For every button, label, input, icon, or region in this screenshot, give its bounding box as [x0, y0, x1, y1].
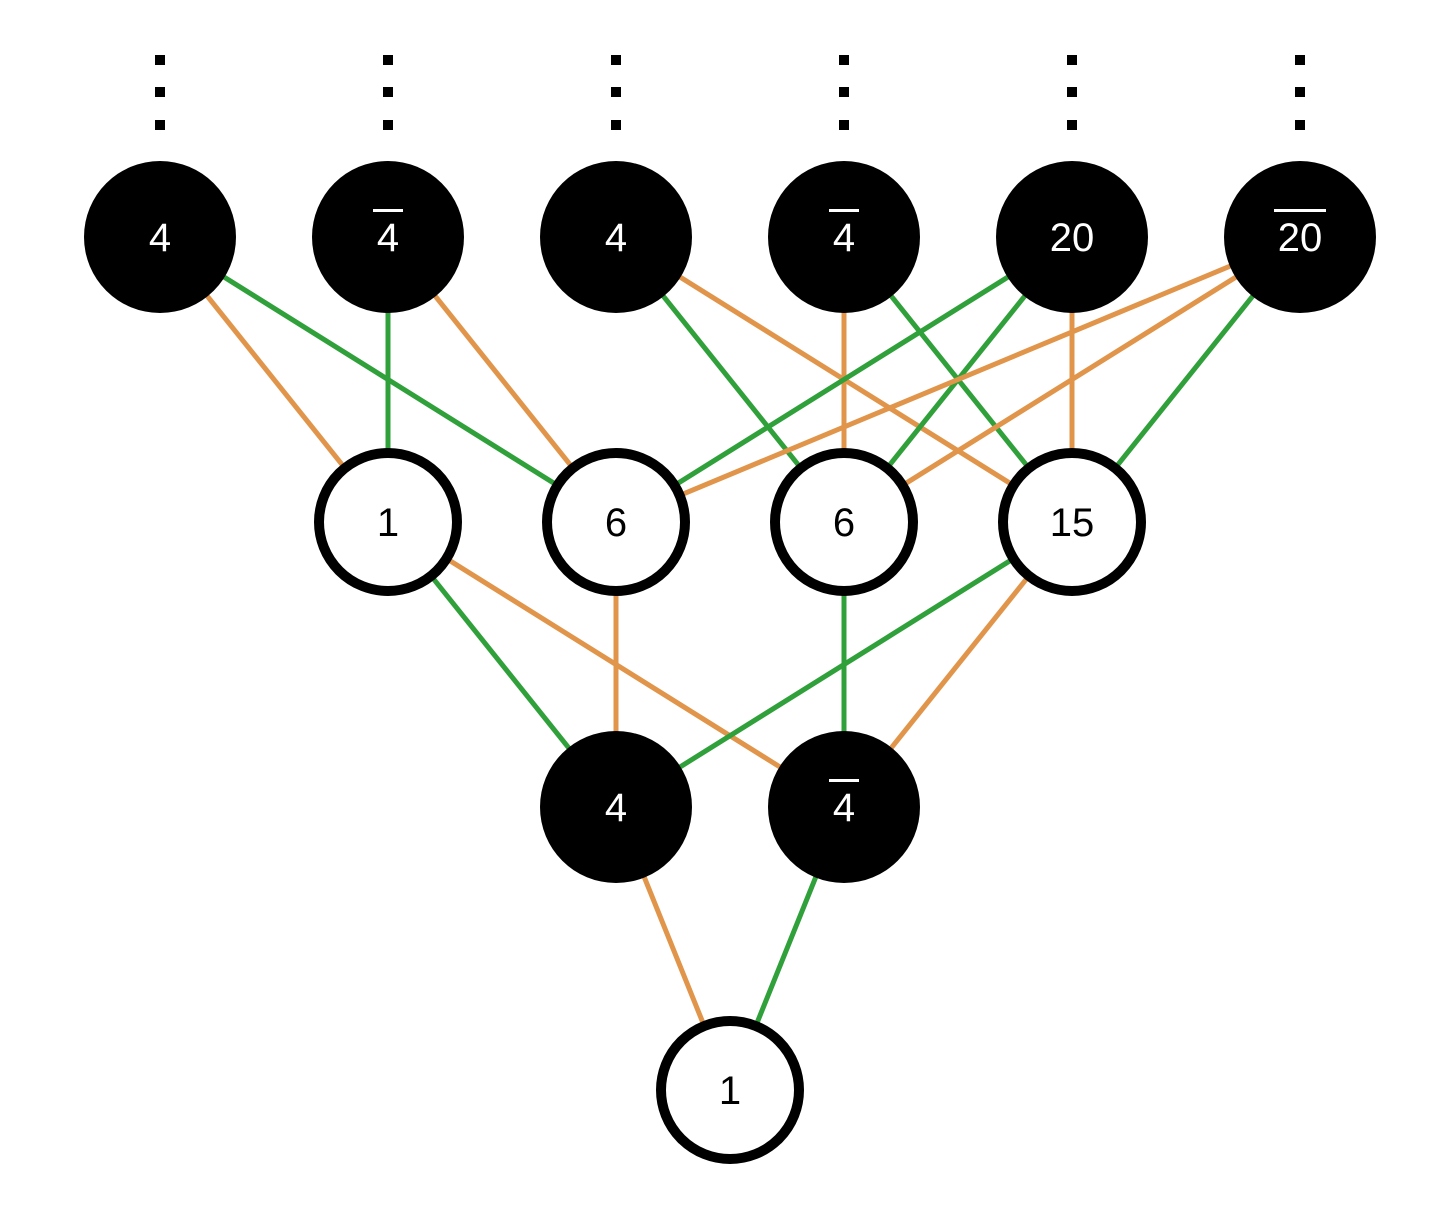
node-circle-outlined: [542, 448, 690, 596]
node-circle-filled: [768, 731, 920, 883]
ellipsis-dot: [611, 55, 621, 65]
node-label: 4: [149, 216, 171, 260]
node-t4: 4: [768, 161, 920, 313]
node-label: 4: [605, 216, 627, 260]
edges-layer: [158, 234, 1302, 1091]
node-circle-outlined: [770, 448, 918, 596]
vertical-ellipsis-t5: [1067, 55, 1077, 130]
node-label: 4: [833, 216, 855, 260]
node-label: 6: [605, 501, 627, 545]
ellipsis-dot: [1067, 55, 1077, 65]
ellipsis-dot: [839, 55, 849, 65]
node-m4: 15: [998, 448, 1146, 596]
ellipsis-dot: [611, 87, 621, 97]
conjugate-overbar: [829, 779, 859, 782]
nodes-layer: 4 4 4 4 20 20 1 6 6 15 4 4 1: [84, 161, 1376, 1164]
edge-m4-l1-green: [614, 519, 1074, 810]
ellipsis-dot: [1295, 55, 1305, 65]
node-label: 15: [1050, 501, 1095, 545]
vertical-ellipsis-t2: [383, 55, 393, 130]
continuation-dots-layer: [155, 55, 1305, 130]
ellipsis-dot: [383, 120, 393, 130]
node-circle-filled: [996, 161, 1148, 313]
vertical-ellipsis-t1: [155, 55, 165, 130]
node-t6: 20: [1224, 161, 1376, 313]
node-b1: 1: [656, 1016, 804, 1164]
node-circle-filled: [540, 161, 692, 313]
node-circle-outlined: [998, 448, 1146, 596]
edge-t5-m2-green: [614, 234, 1074, 525]
conjugate-overbar: [1274, 209, 1326, 212]
node-label: 1: [719, 1069, 741, 1113]
node-label: 4: [833, 786, 855, 830]
ellipsis-dot: [1295, 87, 1305, 97]
node-circle-outlined: [314, 448, 462, 596]
ellipsis-dot: [383, 87, 393, 97]
node-t3: 4: [540, 161, 692, 313]
ellipsis-dot: [155, 55, 165, 65]
node-label: 20: [1278, 216, 1323, 260]
node-t1: 4: [84, 161, 236, 313]
node-circle-filled: [768, 161, 920, 313]
edge-t6-m2-orange: [615, 234, 1301, 525]
node-circle-filled: [1224, 161, 1376, 313]
ellipsis-dot: [839, 87, 849, 97]
node-label: 6: [833, 501, 855, 545]
node-m1: 1: [314, 448, 462, 596]
node-label: 4: [605, 786, 627, 830]
vertical-ellipsis-t6: [1295, 55, 1305, 130]
ellipsis-dot: [1295, 120, 1305, 130]
node-label: 4: [377, 216, 399, 260]
edge-t6-m3-orange: [842, 234, 1302, 525]
conjugate-overbar: [373, 209, 403, 212]
vertical-ellipsis-t4: [839, 55, 849, 130]
node-circle-filled: [84, 161, 236, 313]
ellipsis-dot: [383, 55, 393, 65]
node-l2: 4: [768, 731, 920, 883]
node-label: 1: [377, 501, 399, 545]
node-label: 20: [1050, 216, 1095, 260]
ellipsis-dot: [1067, 120, 1077, 130]
vertical-ellipsis-t3: [611, 55, 621, 130]
node-circle-filled: [540, 731, 692, 883]
node-t5: 20: [996, 161, 1148, 313]
ellipsis-dot: [155, 120, 165, 130]
ellipsis-dot: [611, 120, 621, 130]
node-m2: 6: [542, 448, 690, 596]
conjugate-overbar: [829, 209, 859, 212]
ellipsis-dot: [1067, 87, 1077, 97]
ellipsis-dot: [839, 120, 849, 130]
ellipsis-dot: [155, 87, 165, 97]
node-circle-outlined: [656, 1016, 804, 1164]
node-l1: 4: [540, 731, 692, 883]
node-circle-filled: [312, 161, 464, 313]
node-t2: 4: [312, 161, 464, 313]
node-m3: 6: [770, 448, 918, 596]
